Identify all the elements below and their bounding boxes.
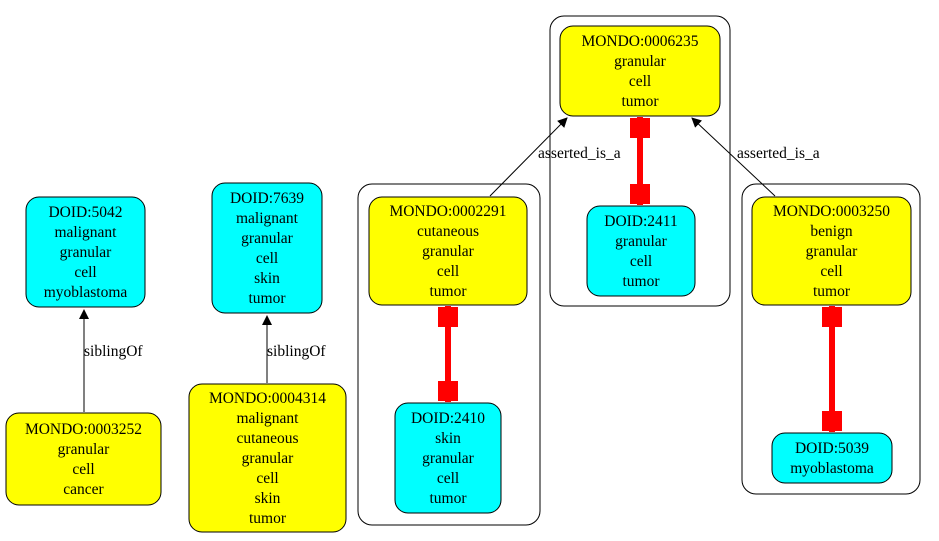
node-id-label: DOID:2411 xyxy=(604,213,677,230)
node-name-line: cutaneous xyxy=(417,223,479,240)
node-name-line: tumor xyxy=(813,283,851,300)
node-box xyxy=(586,205,696,297)
node-name-line: cell xyxy=(820,263,842,280)
node-id-label: MONDO:0003250 xyxy=(773,203,890,220)
node-name-line: granular xyxy=(60,244,112,261)
node-id-label: MONDO:0006235 xyxy=(581,33,698,50)
equivalence-start-box xyxy=(822,307,842,327)
node-name-line: granular xyxy=(422,450,474,467)
node-name-line: cell xyxy=(629,73,651,90)
node-name-line: cell xyxy=(72,461,94,478)
node-id-label: DOID:7639 xyxy=(230,190,304,207)
doid-node-doid2411: DOID:2411 granular cell tumor xyxy=(586,205,696,297)
node-name-line: tumor xyxy=(429,490,467,507)
node-box xyxy=(188,383,347,533)
node-name-line: granular xyxy=(614,53,666,70)
edge-label: asserted_is_a xyxy=(737,145,820,162)
equivalence-end-box xyxy=(630,184,650,204)
doid-node-doid7639: DOID:7639 malignant granular cell skin tumor xyxy=(211,182,323,314)
equivalence-start-box xyxy=(438,307,458,327)
doid-node-doid5042: DOID:5042 malignant granular cell myoblastom… xyxy=(25,196,146,308)
relation-edge: siblingOf xyxy=(262,315,326,383)
node-box xyxy=(559,25,721,117)
node-name-line: cell xyxy=(256,250,278,267)
node-name-line: cutaneous xyxy=(237,430,299,447)
arrow-line xyxy=(691,117,776,197)
relation-edge: siblingOf xyxy=(79,309,143,412)
node-name-line: cell xyxy=(437,263,459,280)
node-name-line: cell xyxy=(74,264,96,281)
node-name-line: malignant xyxy=(236,210,299,227)
node-name-line: cell xyxy=(437,470,459,487)
cluster-mondo-0002291 xyxy=(357,183,541,526)
node-box xyxy=(5,412,162,506)
node-id-label: MONDO:0003252 xyxy=(25,421,142,438)
node-box xyxy=(25,196,146,308)
node-name-line: myoblastoma xyxy=(44,284,128,301)
node-name-line: granular xyxy=(422,243,474,260)
relation-edge: asserted_is_a xyxy=(489,117,621,197)
node-box xyxy=(394,402,502,514)
node-name-line: cancer xyxy=(63,481,104,498)
mondo-node-mondo3250: MONDO:0003250 benign granular cell tumor xyxy=(751,196,912,306)
equivalence-end-box xyxy=(438,381,458,401)
node-name-line: tumor xyxy=(429,283,467,300)
node-name-line: granular xyxy=(241,230,293,247)
doid-node-doid5039: DOID:5039 myoblastoma xyxy=(771,432,893,484)
doid-node-doid2410: DOID:2410 skin granular cell tumor xyxy=(394,402,502,514)
equivalence-edge xyxy=(438,306,458,402)
equivalence-start-box xyxy=(630,118,650,138)
node-name-line: granular xyxy=(806,243,858,260)
mondo-node-mondo2291: MONDO:0002291 cutaneous granular cell tumor xyxy=(368,196,528,306)
cluster-mondo-0006235 xyxy=(549,15,731,307)
node-name-line: tumor xyxy=(621,93,659,110)
node-id-label: DOID:2410 xyxy=(411,410,485,427)
equivalence-edge xyxy=(630,117,650,205)
node-name-line: tumor xyxy=(249,510,287,527)
mondo-node-mondo6235: MONDO:0006235 granular cell tumor xyxy=(559,25,721,117)
node-name-line: skin xyxy=(255,490,281,507)
cluster-mondo-0003250 xyxy=(741,183,921,495)
edge-label: siblingOf xyxy=(267,343,326,360)
node-name-line: granular xyxy=(58,441,110,458)
node-box xyxy=(368,196,528,306)
node-id-label: MONDO:0004314 xyxy=(209,390,326,407)
node-name-line: cell xyxy=(630,253,652,270)
node-id-label: DOID:5039 xyxy=(795,440,869,457)
edge-label: asserted_is_a xyxy=(538,145,621,162)
node-name-line: cell xyxy=(256,470,278,487)
mondo-node-mondo4314: MONDO:0004314 malignant cutaneous granular c… xyxy=(188,383,347,533)
node-name-line: myoblastoma xyxy=(790,460,874,477)
node-name-line: skin xyxy=(435,430,461,447)
mondo-node-mondo3252: MONDO:0003252 granular cell cancer xyxy=(5,412,162,506)
node-name-line: malignant xyxy=(237,410,300,427)
node-name-line: skin xyxy=(254,270,280,287)
node-name-line: tumor xyxy=(622,273,660,290)
node-name-line: benign xyxy=(810,223,852,240)
equivalence-edge xyxy=(822,306,842,432)
arrow-line xyxy=(489,117,568,197)
node-id-label: DOID:5042 xyxy=(48,204,122,221)
node-box xyxy=(771,432,893,484)
edge-label: siblingOf xyxy=(84,343,143,360)
node-box xyxy=(751,196,912,306)
node-id-label: MONDO:0002291 xyxy=(389,203,506,220)
node-name-line: granular xyxy=(615,233,667,250)
node-box xyxy=(211,182,323,314)
node-name-line: granular xyxy=(242,450,294,467)
node-name-line: malignant xyxy=(55,224,118,241)
node-name-line: tumor xyxy=(248,290,286,307)
relation-edge: asserted_is_a xyxy=(691,117,820,197)
equivalence-end-box xyxy=(822,411,842,431)
